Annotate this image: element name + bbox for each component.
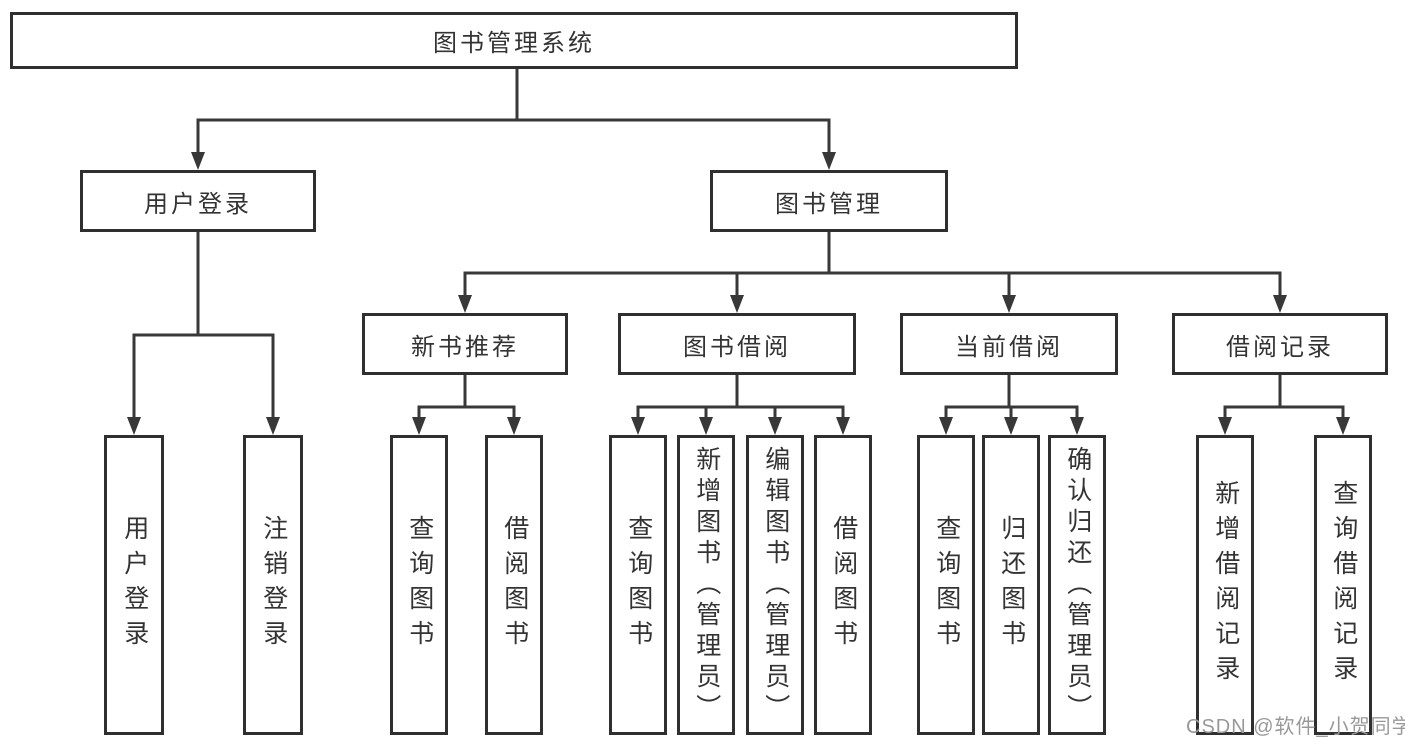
leaf-cb-query-book: 查询图书	[917, 435, 975, 735]
leaf-bb-edit-book-admin: 编辑图书（管理员）	[746, 435, 804, 735]
leaf-bb-query-book: 查询图书	[609, 435, 667, 735]
leaf-user-login: 用户登录	[104, 435, 164, 735]
node-user-login: 用户登录	[80, 170, 316, 232]
node-current-borrow: 当前借阅	[900, 313, 1118, 375]
leaf-bb-borrow-book: 借阅图书	[814, 435, 872, 735]
leaf-br-query-record: 查询借阅记录	[1314, 435, 1372, 735]
leaf-cb-return-book: 归还图书	[982, 435, 1040, 735]
arrowheads	[127, 152, 1350, 435]
leaf-cb-confirm-return-admin: 确认归还（管理员）	[1048, 435, 1106, 735]
node-borrow-records: 借阅记录	[1172, 313, 1388, 375]
leaf-nb-query-book: 查询图书	[390, 435, 448, 735]
node-book-borrow: 图书借阅	[618, 313, 856, 375]
leaf-br-add-record: 新增借阅记录	[1196, 435, 1254, 735]
node-root: 图书管理系统	[10, 12, 1018, 69]
leaf-logout-login: 注销登录	[243, 435, 303, 735]
leaf-nb-borrow-book: 借阅图书	[485, 435, 543, 735]
node-new-book-recommend: 新书推荐	[362, 313, 568, 375]
watermark: CSDN @软件_小贺同学	[1186, 716, 1405, 738]
node-book-management: 图书管理	[710, 170, 948, 232]
leaf-bb-add-book-admin: 新增图书（管理员）	[677, 435, 735, 735]
